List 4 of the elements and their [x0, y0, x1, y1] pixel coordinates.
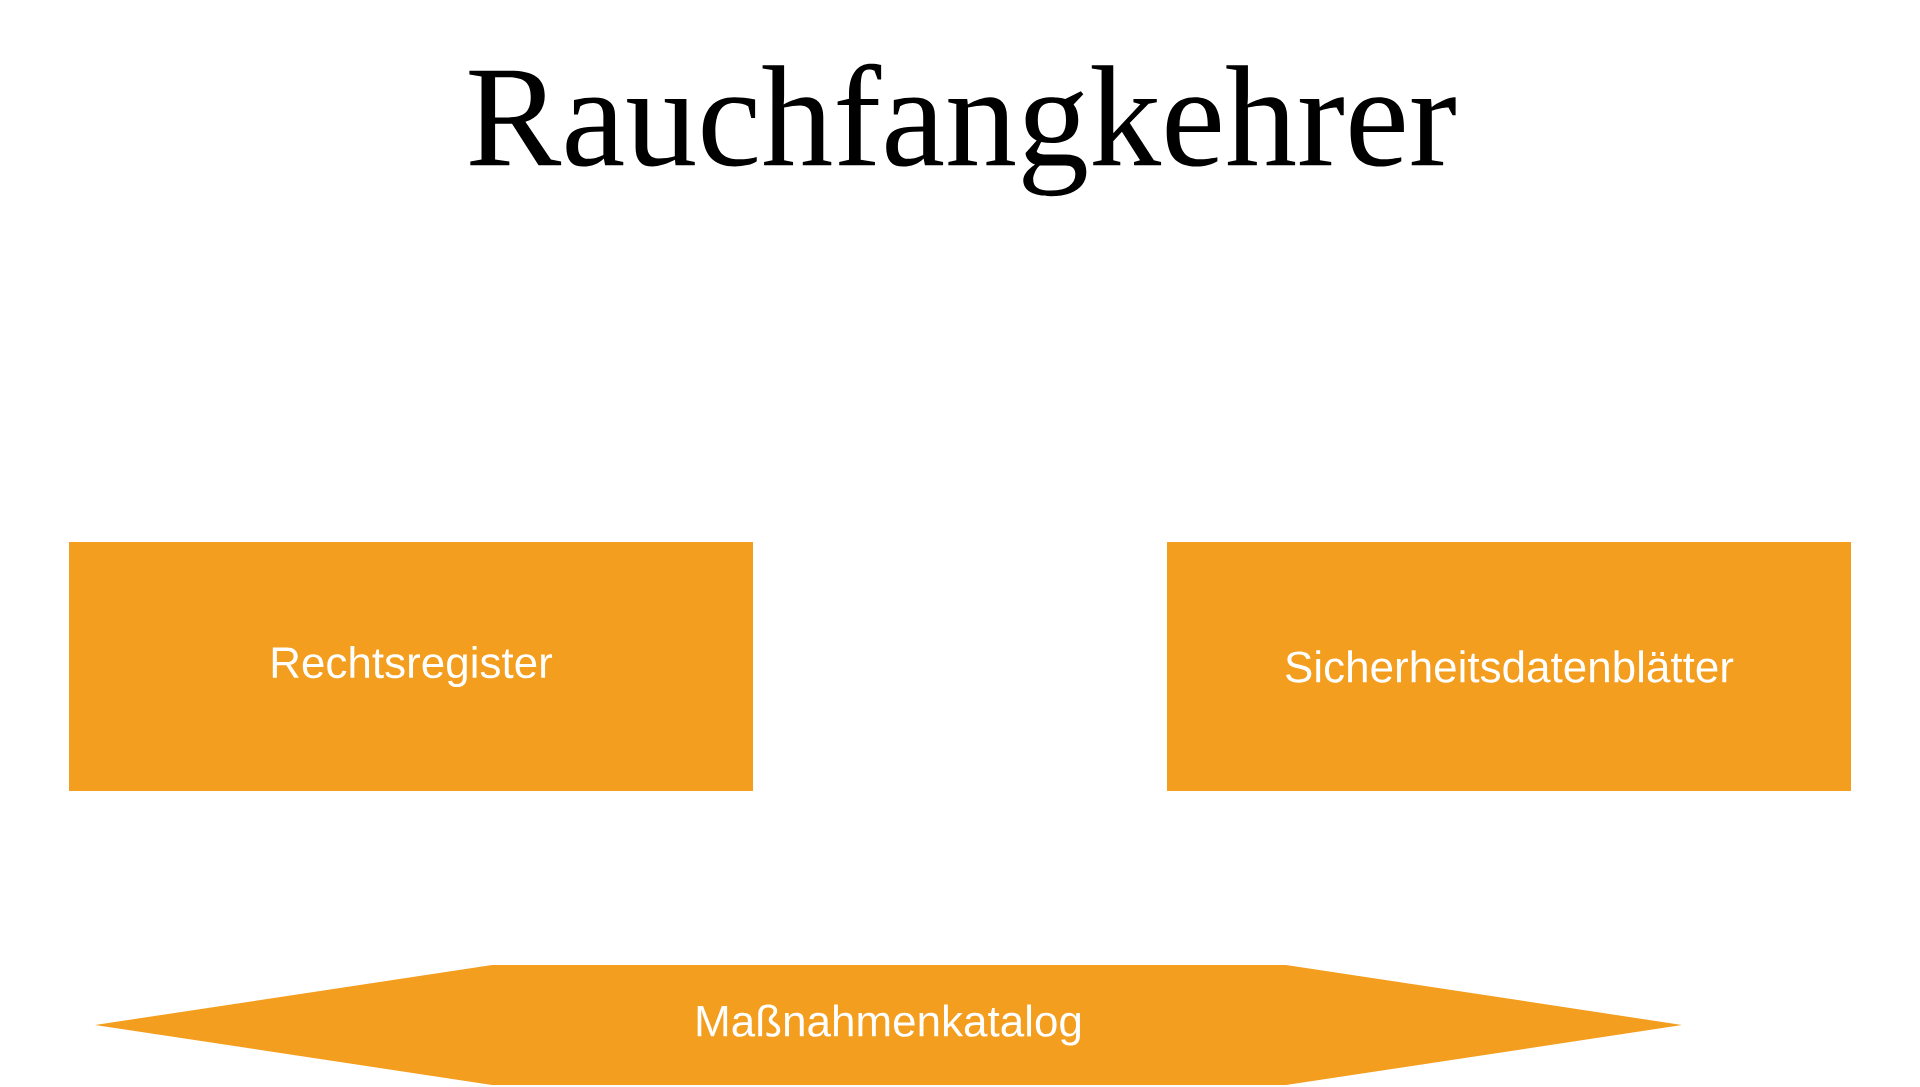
double-arrow-band: Maßnahmenkatalog: [95, 965, 1682, 1085]
title: Rauchfangkehrer: [469, 63, 1456, 197]
process-box: Rechtsregister: [69, 542, 753, 791]
process-box: Sicherheitsdatenblätter: [1167, 542, 1851, 791]
